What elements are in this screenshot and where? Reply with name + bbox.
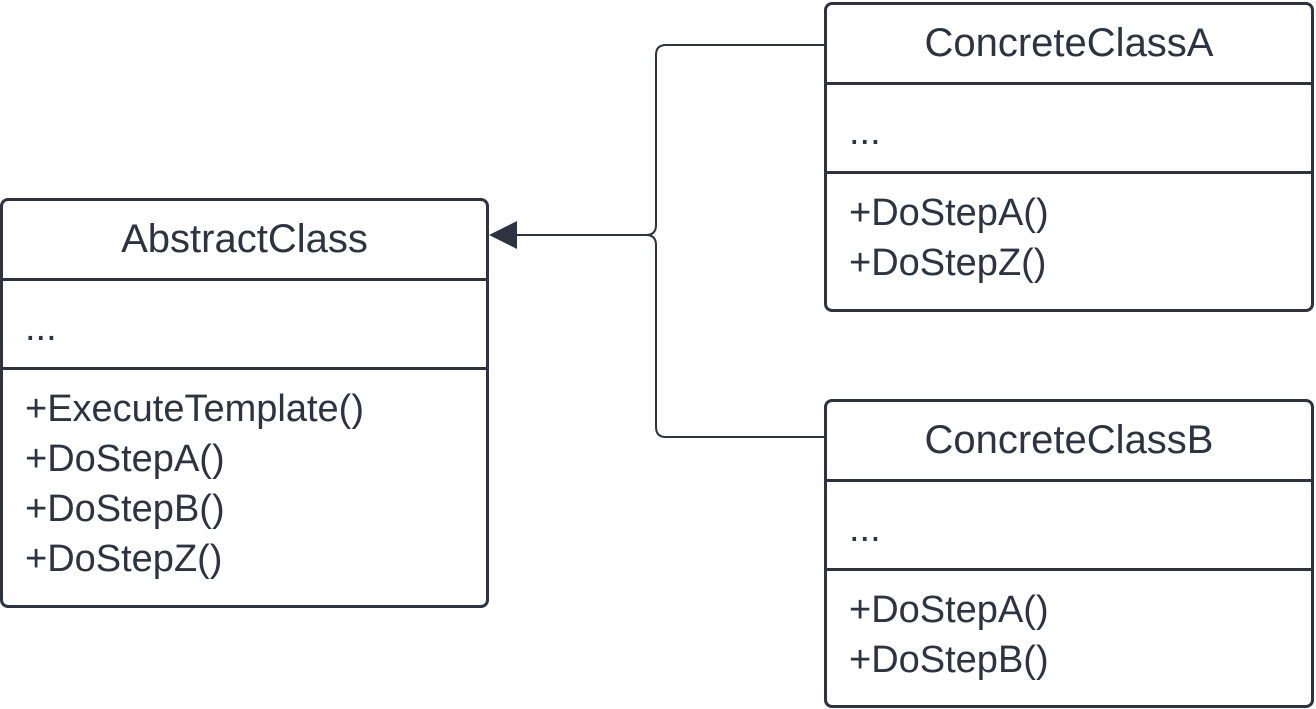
class-concreteclassb[interactable]: ConcreteClassB ... +DoStepA() +DoStepB() [824,399,1314,708]
operation: +DoStepA() [849,192,1049,234]
operation: +DoStepA() [25,438,225,480]
operation: +DoStepZ() [849,242,1047,284]
connector-concrete-a [516,44,824,236]
connector-concrete-b [645,234,824,438]
operation: +DoStepB() [849,639,1049,681]
class-operations: +DoStepA() +DoStepB() [827,571,1311,685]
class-attributes: ... [3,281,486,370]
inheritance-arrowhead [489,221,517,249]
class-attributes: ... [827,85,1311,174]
operation: +ExecuteTemplate() [25,388,364,430]
operation: +DoStepZ() [25,538,223,580]
class-operations: +DoStepA() +DoStepZ() [827,174,1311,288]
operation: +DoStepB() [25,488,225,530]
class-abstractclass[interactable]: AbstractClass ... +ExecuteTemplate() +Do… [0,198,489,608]
class-operations: +ExecuteTemplate() +DoStepA() +DoStepB()… [3,370,486,584]
class-concreteclassa[interactable]: ConcreteClassA ... +DoStepA() +DoStepZ() [824,2,1314,312]
class-name: ConcreteClassA [827,5,1311,85]
class-name: ConcreteClassB [827,402,1311,482]
operation: +DoStepA() [849,589,1049,631]
class-name: AbstractClass [3,201,486,281]
class-attributes: ... [827,482,1311,571]
